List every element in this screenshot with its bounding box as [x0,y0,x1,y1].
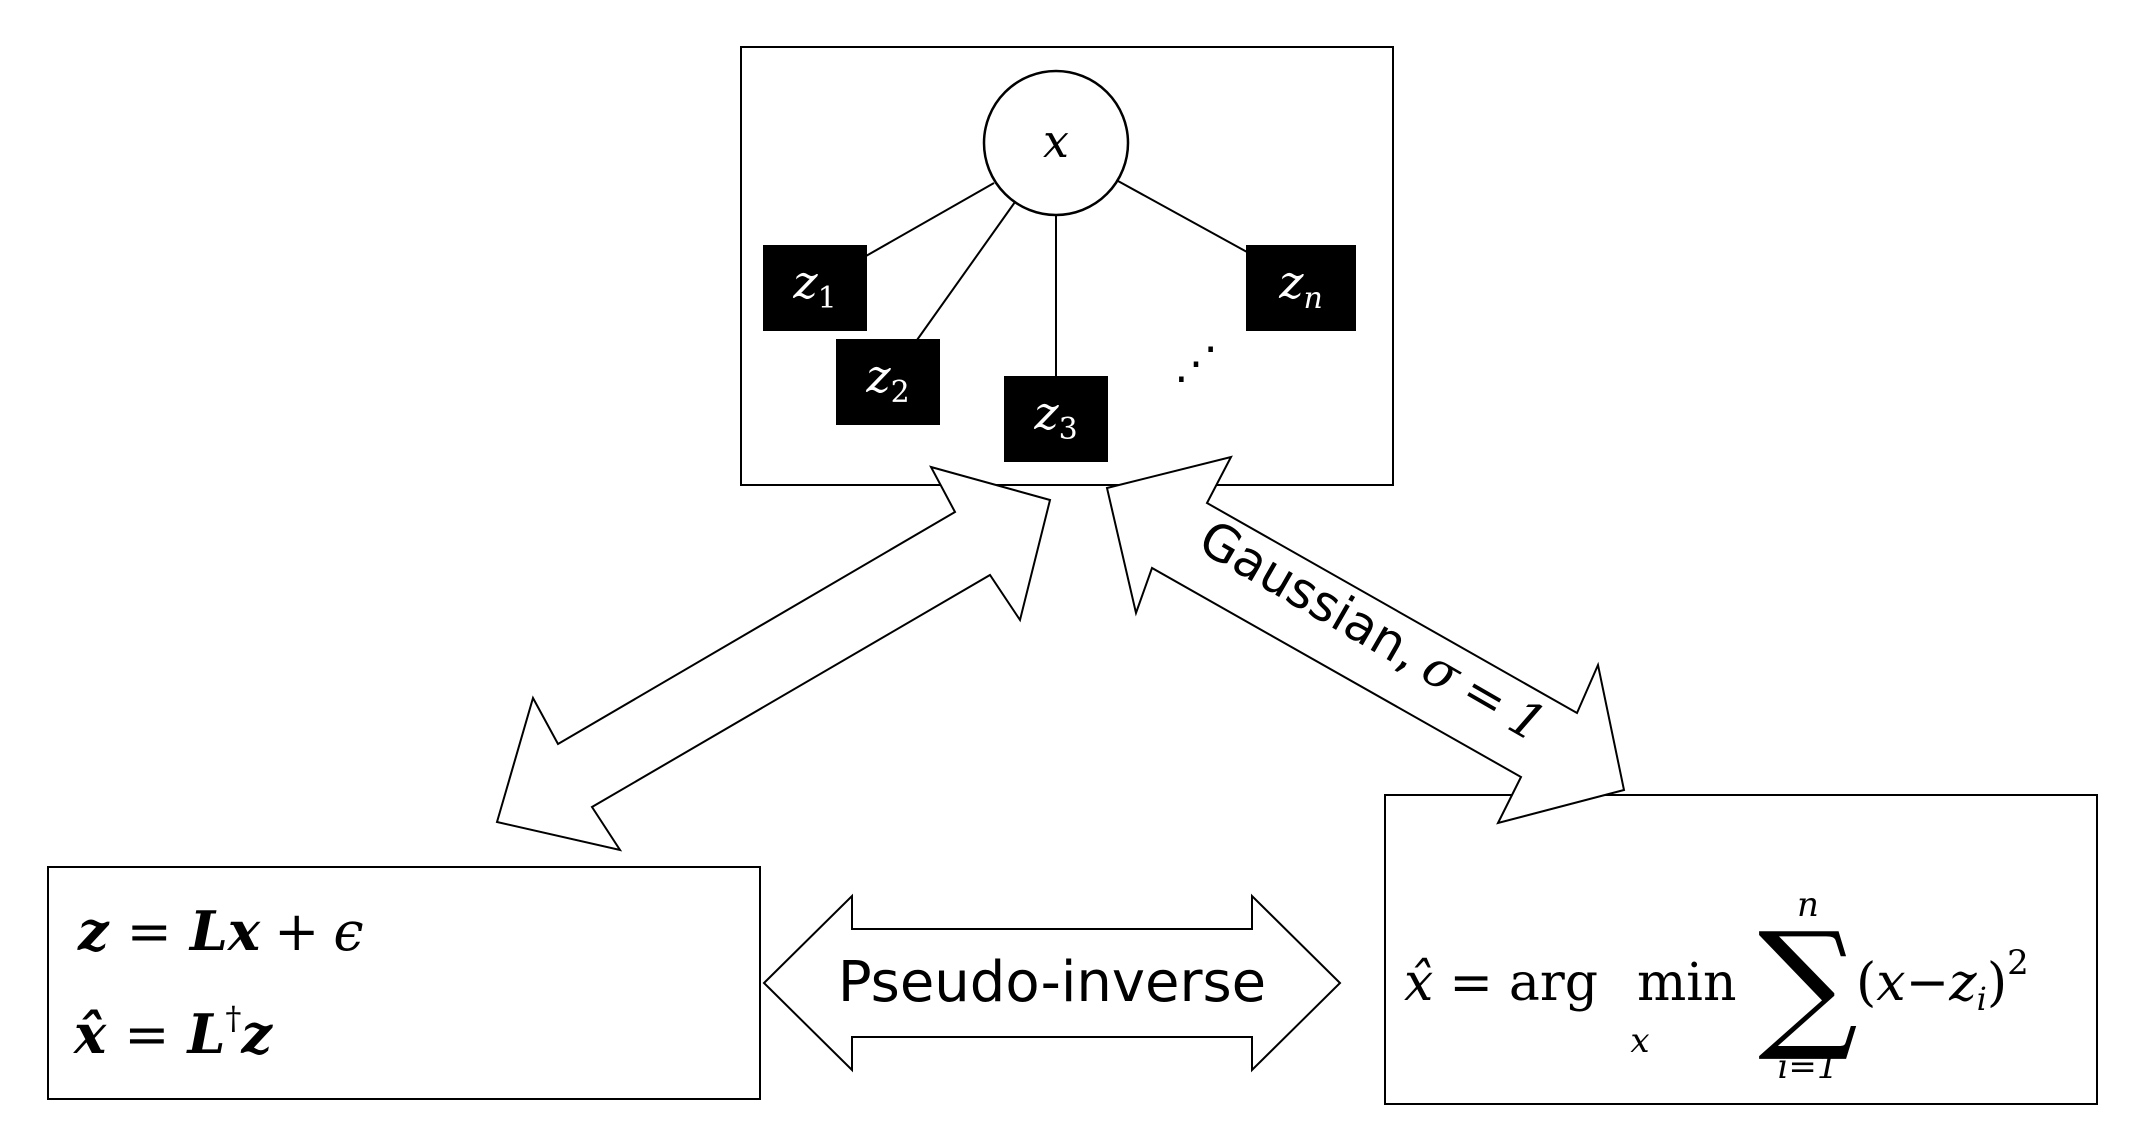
ellipsis: ⋰ [1174,338,1218,389]
edge-x-zn [1117,180,1248,253]
factor-graph-box [740,46,1394,486]
pseudo-inverse-label: Pseudo-inverse [838,950,1266,1015]
arrow-left-diagonal [495,465,1052,852]
graph-edges [865,180,1248,376]
factor-node-z3 [1004,376,1108,462]
least-squares-box [1384,794,2098,1105]
least-squares-term: (x−zi)2 [1856,943,2029,1018]
variable-node-x [982,69,1130,217]
linear-model-eq2: x̂=L†z [73,999,273,1066]
factor-node-zn [1246,245,1356,331]
sum-sigma: ∑ [1758,903,1858,1066]
linear-model-eq1: z=Lx+ϵ [77,899,364,963]
edge-x-z1 [865,182,995,257]
factor-node-z2-label: z2 [865,349,909,410]
factor-node-z3-label: z3 [1033,386,1077,447]
factor-node-zn-label: zn [1278,255,1323,316]
arrow-right-diagonal [1105,455,1626,825]
sum-upper-limit: n [1797,885,1819,925]
factor-node-z2 [836,339,940,425]
factor-node-z1 [763,245,867,331]
arrow-horizontal [762,893,1342,1073]
variable-node-label: x [1043,114,1069,168]
linear-model-box [47,866,761,1100]
least-squares-min: min [1637,953,1736,1013]
sum-lower-limit: i=1 [1778,1047,1839,1087]
least-squares-lhs: x̂=arg [1404,953,1598,1013]
factor-node-z1-label: z1 [792,255,836,316]
edge-x-z2 [916,201,1016,341]
least-squares-min-sub: x [1630,1021,1649,1061]
